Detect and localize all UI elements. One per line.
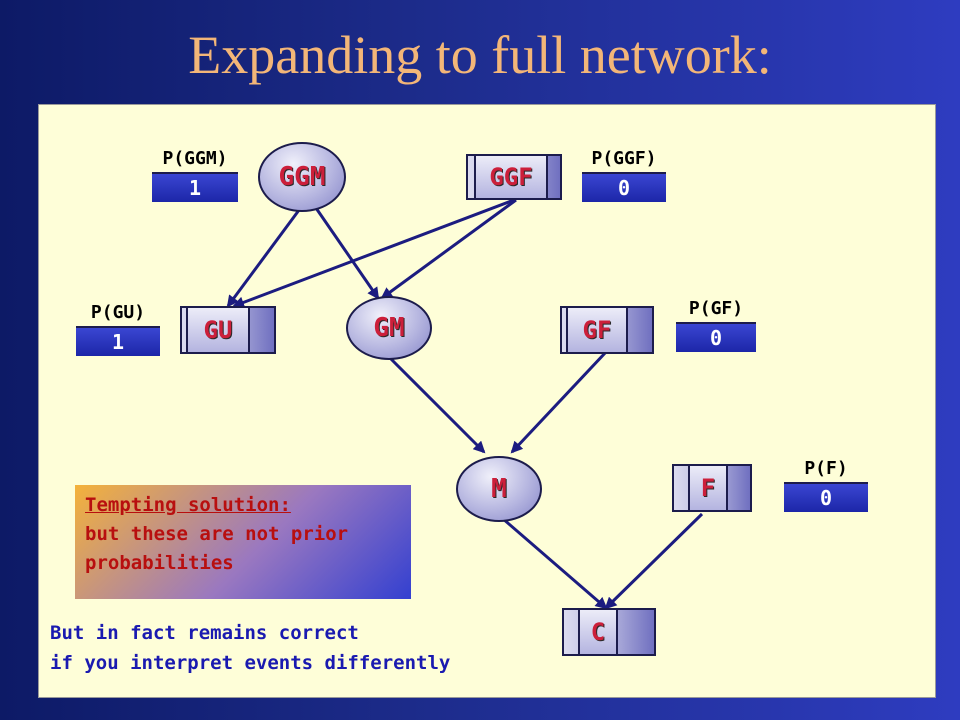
edge-gm-m <box>388 356 486 454</box>
node-f-label: F <box>700 474 716 502</box>
tempting-solution-callout: Tempting solution: but these are not pri… <box>75 485 411 599</box>
prior-gu: P(GU) 1 <box>76 300 160 356</box>
edge-m-c <box>501 516 608 610</box>
prior-f-value: 0 <box>784 484 868 512</box>
edge-ggm-gu <box>226 205 304 308</box>
prior-f: P(F) 0 <box>784 456 868 512</box>
callout-heading: Tempting solution: <box>85 494 291 516</box>
callout-line-2: probabilities <box>85 552 234 574</box>
node-ggf: GGF <box>474 154 548 200</box>
node-ggf-label: GGF <box>489 163 533 191</box>
node-gu: GU <box>186 306 250 354</box>
node-ggm: GGM <box>258 142 346 212</box>
prior-gf: P(GF) 0 <box>676 296 756 352</box>
prior-ggf-label: P(GGF) <box>582 146 666 174</box>
edge-gf-m <box>510 350 608 454</box>
node-gu-label: GU <box>203 316 233 344</box>
node-gm-label: GM <box>373 313 405 343</box>
prior-ggm-label: P(GGM) <box>152 146 238 174</box>
prior-ggm-value: 1 <box>152 174 238 202</box>
edge-ggf-gm <box>380 198 517 300</box>
prior-gu-value: 1 <box>76 328 160 356</box>
edge-ggf-gu <box>232 198 515 309</box>
node-f: F <box>688 464 728 512</box>
edge-f-c <box>604 512 704 610</box>
node-c-label: C <box>590 618 606 646</box>
note-line-2: if you interpret events differently <box>50 652 451 674</box>
node-m-label: M <box>491 474 507 504</box>
node-gm: GM <box>346 296 432 360</box>
prior-gu-label: P(GU) <box>76 300 160 328</box>
prior-f-label: P(F) <box>784 456 868 484</box>
node-gu-box: GU <box>180 306 276 354</box>
node-gf-box: GF <box>560 306 654 354</box>
node-f-box: F <box>672 464 752 512</box>
prior-ggf: P(GGF) 0 <box>582 146 666 202</box>
prior-ggf-value: 0 <box>582 174 666 202</box>
prior-ggm: P(GGM) 1 <box>152 146 238 202</box>
node-ggf-box: GGF <box>466 154 562 200</box>
interpretation-note: But in fact remains correct if you inter… <box>50 618 450 678</box>
prior-gf-value: 0 <box>676 324 756 352</box>
callout-line-1: but these are not prior <box>85 523 349 545</box>
node-gf-label: GF <box>582 316 612 344</box>
node-c: C <box>578 608 618 656</box>
diagram-panel <box>38 104 936 698</box>
note-line-1: But in fact remains correct <box>50 622 359 644</box>
edge-ggm-gm <box>314 207 380 300</box>
node-ggm-label: GGM <box>278 162 326 192</box>
node-c-box: C <box>562 608 656 656</box>
prior-gf-label: P(GF) <box>676 296 756 324</box>
slide-title: Expanding to full network: <box>188 25 772 85</box>
node-gf: GF <box>566 306 628 354</box>
node-m: M <box>456 456 542 522</box>
